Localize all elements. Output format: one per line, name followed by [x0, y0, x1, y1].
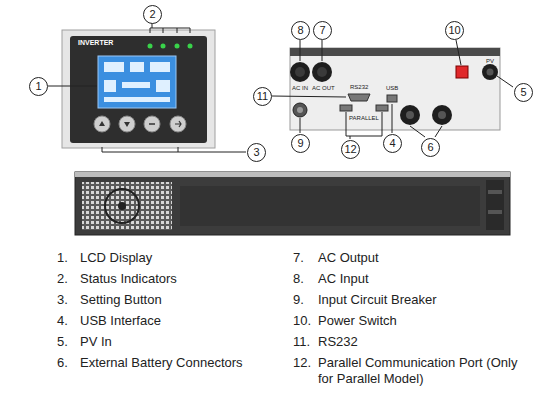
callout-number: 6 [421, 138, 440, 157]
list-item: AC Input [318, 271, 369, 287]
list-item: Power Switch [318, 313, 397, 329]
list-item: Setting Button [80, 292, 162, 308]
list-item: RS232 [318, 334, 358, 350]
list-item: LCD Display [80, 250, 152, 266]
callout-number: 2 [143, 5, 162, 24]
list-item: USB Interface [80, 313, 161, 329]
list-number: 6. [57, 355, 68, 371]
list-number: 10. [293, 313, 311, 329]
list-number: 3. [57, 292, 68, 308]
list-item: AC Output [318, 250, 379, 266]
list-item: Status Indicators [80, 271, 177, 287]
callout-number: 9 [291, 134, 310, 153]
port-label: AC IN [292, 85, 308, 92]
list-number: 5. [57, 334, 68, 350]
callout-number: 7 [313, 21, 332, 40]
list-number: 7. [293, 250, 304, 266]
list-number: 12. [293, 355, 311, 371]
list-number: 9. [293, 292, 304, 308]
list-number: 4. [57, 313, 68, 329]
port-label: USB [386, 85, 398, 92]
list-item: PV In [80, 334, 112, 350]
list-item: Parallel Communication Port (Only for Pa… [318, 355, 518, 387]
list-number: 2. [57, 271, 68, 287]
callout-number: 3 [247, 143, 266, 162]
list-number: 8. [293, 271, 304, 287]
list-item: Input Circuit Breaker [318, 292, 437, 308]
callout-number: 1 [29, 77, 48, 96]
callout-number: 5 [514, 83, 533, 102]
port-label: RS232 [350, 84, 368, 91]
list-item: External Battery Connectors [80, 355, 243, 371]
port-label: PARALLEL [349, 115, 379, 122]
brand-label: INVERTER [78, 39, 113, 47]
list-number: 11. [293, 334, 310, 350]
callout-number: 10 [445, 21, 464, 40]
port-label: AC OUT [312, 85, 335, 92]
list-number: 1. [57, 250, 68, 266]
callout-number: 12 [341, 140, 360, 159]
callout-number: 8 [291, 21, 310, 40]
callout-number: 11 [253, 87, 272, 106]
port-label: PV [486, 58, 494, 65]
callout-number: 4 [383, 134, 402, 153]
